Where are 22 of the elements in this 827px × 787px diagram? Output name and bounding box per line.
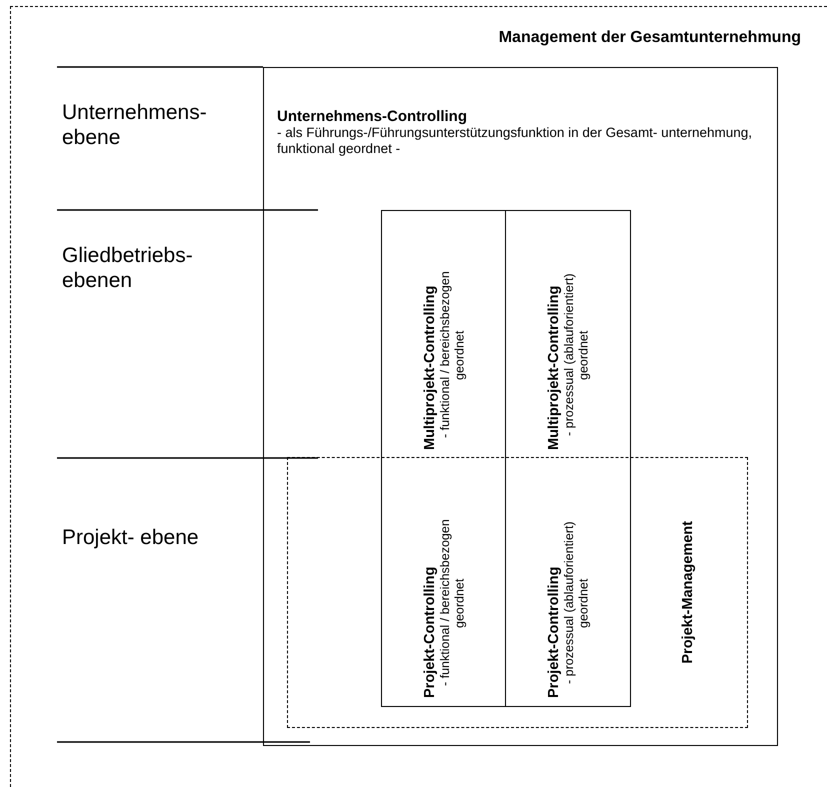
box-heading: Projekt-Controlling [546,566,562,698]
column-box [506,458,631,707]
box-heading: Unternehmens-Controlling [277,108,468,125]
area-box [263,67,778,746]
level-label: Projekt- ebene [62,525,200,550]
box-description: - funktional / bereichsbezogen geordnet [438,270,467,440]
dashed-region [287,457,748,728]
column-box [381,458,506,707]
box-description: - als Führungs-/Führungsunterstützungsfunktion in der Gesamt- unternehmung, funktional geordnet - [277,125,753,156]
box-description: - funktional / bereichsbezogen geordnet [438,518,467,688]
level-label: Unternehmens- ebene [62,100,208,150]
box-description: - prozessual (ablauforientiert) geordnet [562,520,591,686]
column-box [506,210,631,458]
box-heading: Projekt-Management [680,521,696,664]
box-heading: Multiprojekt-Controlling [422,284,438,450]
box-heading: Projekt-Controlling [422,566,438,698]
dashed-region [10,6,827,787]
box-description: - prozessual (ablauforientiert) geordnet [562,272,591,438]
level-label: Gliedbetriebs- ebenen [62,243,194,294]
column-box [381,210,506,458]
heading-text: Management der Gesamtunternehmung [498,29,801,47]
box-heading: Multiprojekt-Controlling [546,284,562,450]
